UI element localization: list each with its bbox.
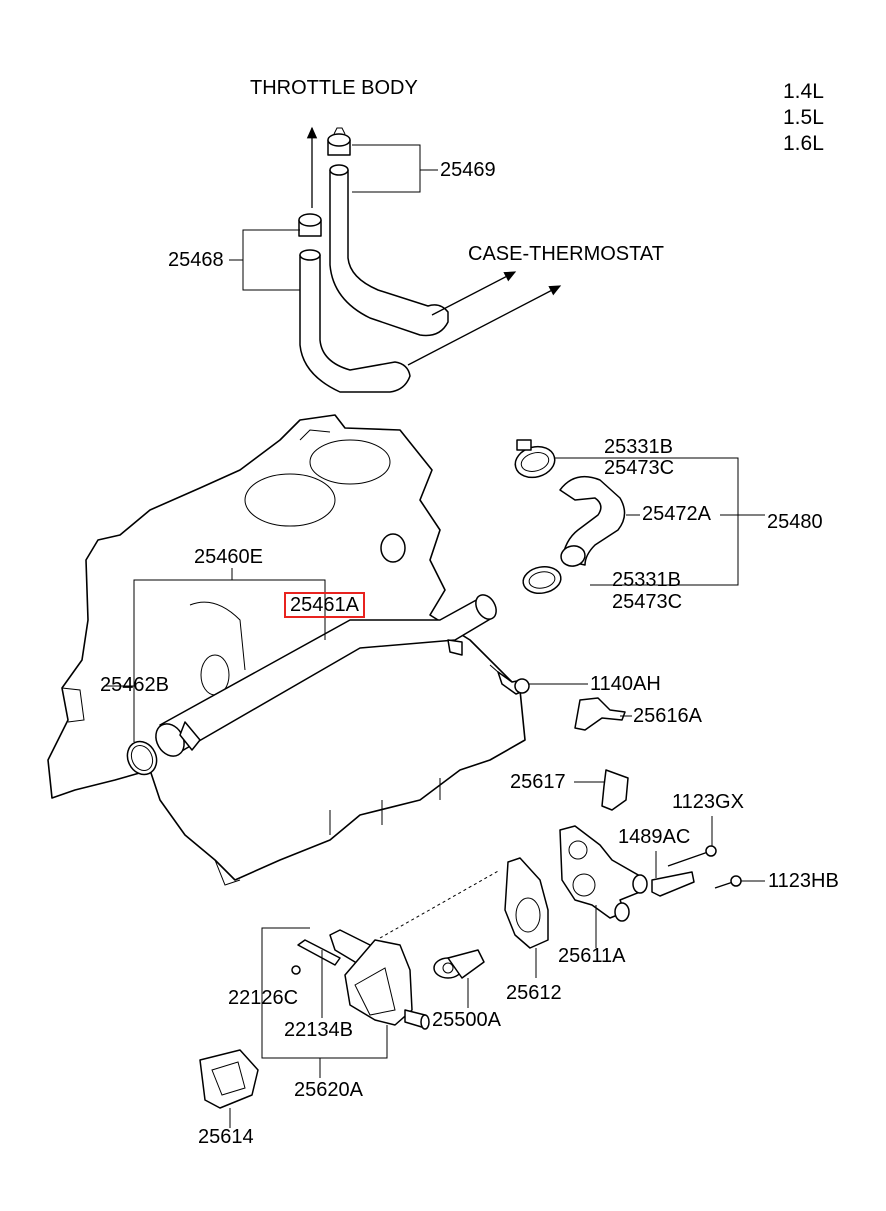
part-label-25473c-bottom[interactable]: 25473C (612, 591, 683, 613)
part-label-1123hb[interactable]: 1123HB (768, 870, 839, 892)
part-label-25612[interactable]: 25612 (506, 982, 562, 1004)
part-label-25472a[interactable]: 25472A (642, 503, 711, 525)
hose-25472a (559, 475, 626, 567)
label-throttle-body: THROTTLE BODY (250, 77, 418, 99)
bracket-1489ac (651, 871, 695, 897)
hose-25468 (299, 249, 411, 393)
engine-variant-3: 1.6L (783, 132, 824, 155)
engine-block (47, 414, 526, 886)
part-label-25480[interactable]: 25480 (767, 511, 823, 533)
gasket-25614 (199, 1049, 259, 1109)
pipe-25461a (155, 594, 497, 757)
part-label-25614[interactable]: 25614 (198, 1126, 254, 1148)
hose-25469 (329, 164, 449, 337)
label-case-thermostat: CASE-THERMOSTAT (468, 243, 664, 265)
oring-25462b (126, 740, 158, 776)
part-label-25460e[interactable]: 25460E (194, 546, 263, 568)
part-label-25620a[interactable]: 25620A (294, 1079, 363, 1101)
part-label-22134b[interactable]: 22134B (284, 1019, 353, 1041)
part-label-25462b[interactable]: 25462B (100, 674, 169, 696)
part-label-25500a[interactable]: 25500A (432, 1009, 501, 1031)
bolt-1123hb (714, 875, 742, 889)
part-label-25473c-top[interactable]: 25473C (604, 457, 675, 479)
part-label-25469[interactable]: 25469 (440, 159, 496, 181)
gasket-25612 (504, 857, 549, 949)
fitting-25620a (291, 929, 430, 1030)
engine-variant-2: 1.5L (783, 106, 824, 129)
bolt-1123gx (667, 845, 717, 867)
bracket-25616a (574, 697, 626, 731)
clamp-25331b-bottom (522, 566, 562, 594)
thermostat-25500a (433, 949, 485, 979)
part-label-25616a[interactable]: 25616A (633, 705, 702, 727)
engine-variant-1: 1.4L (783, 80, 824, 103)
clamp-upper-25468 (298, 213, 322, 237)
part-label-25331b-bottom[interactable]: 25331B (612, 569, 681, 591)
clamp-upper-25469 (327, 127, 351, 156)
part-label-22126c[interactable]: 22126C (228, 987, 299, 1009)
bracket-25617 (601, 769, 629, 811)
part-label-25331b-top[interactable]: 25331B (604, 436, 673, 458)
part-label-25617[interactable]: 25617 (510, 771, 566, 793)
bolt-1140ah (489, 664, 530, 695)
part-label-25611a[interactable]: 25611A (558, 945, 626, 967)
part-label-1140ah[interactable]: 1140AH (590, 673, 661, 695)
case-25611a (559, 825, 648, 922)
part-label-1489ac[interactable]: 1489AC (618, 826, 691, 848)
part-label-1123gx[interactable]: 1123GX (672, 791, 744, 813)
clamp-25331b-top (514, 439, 556, 479)
part-label-25468[interactable]: 25468 (168, 249, 224, 271)
part-label-25461a-highlighted[interactable]: 25461A (284, 592, 365, 618)
